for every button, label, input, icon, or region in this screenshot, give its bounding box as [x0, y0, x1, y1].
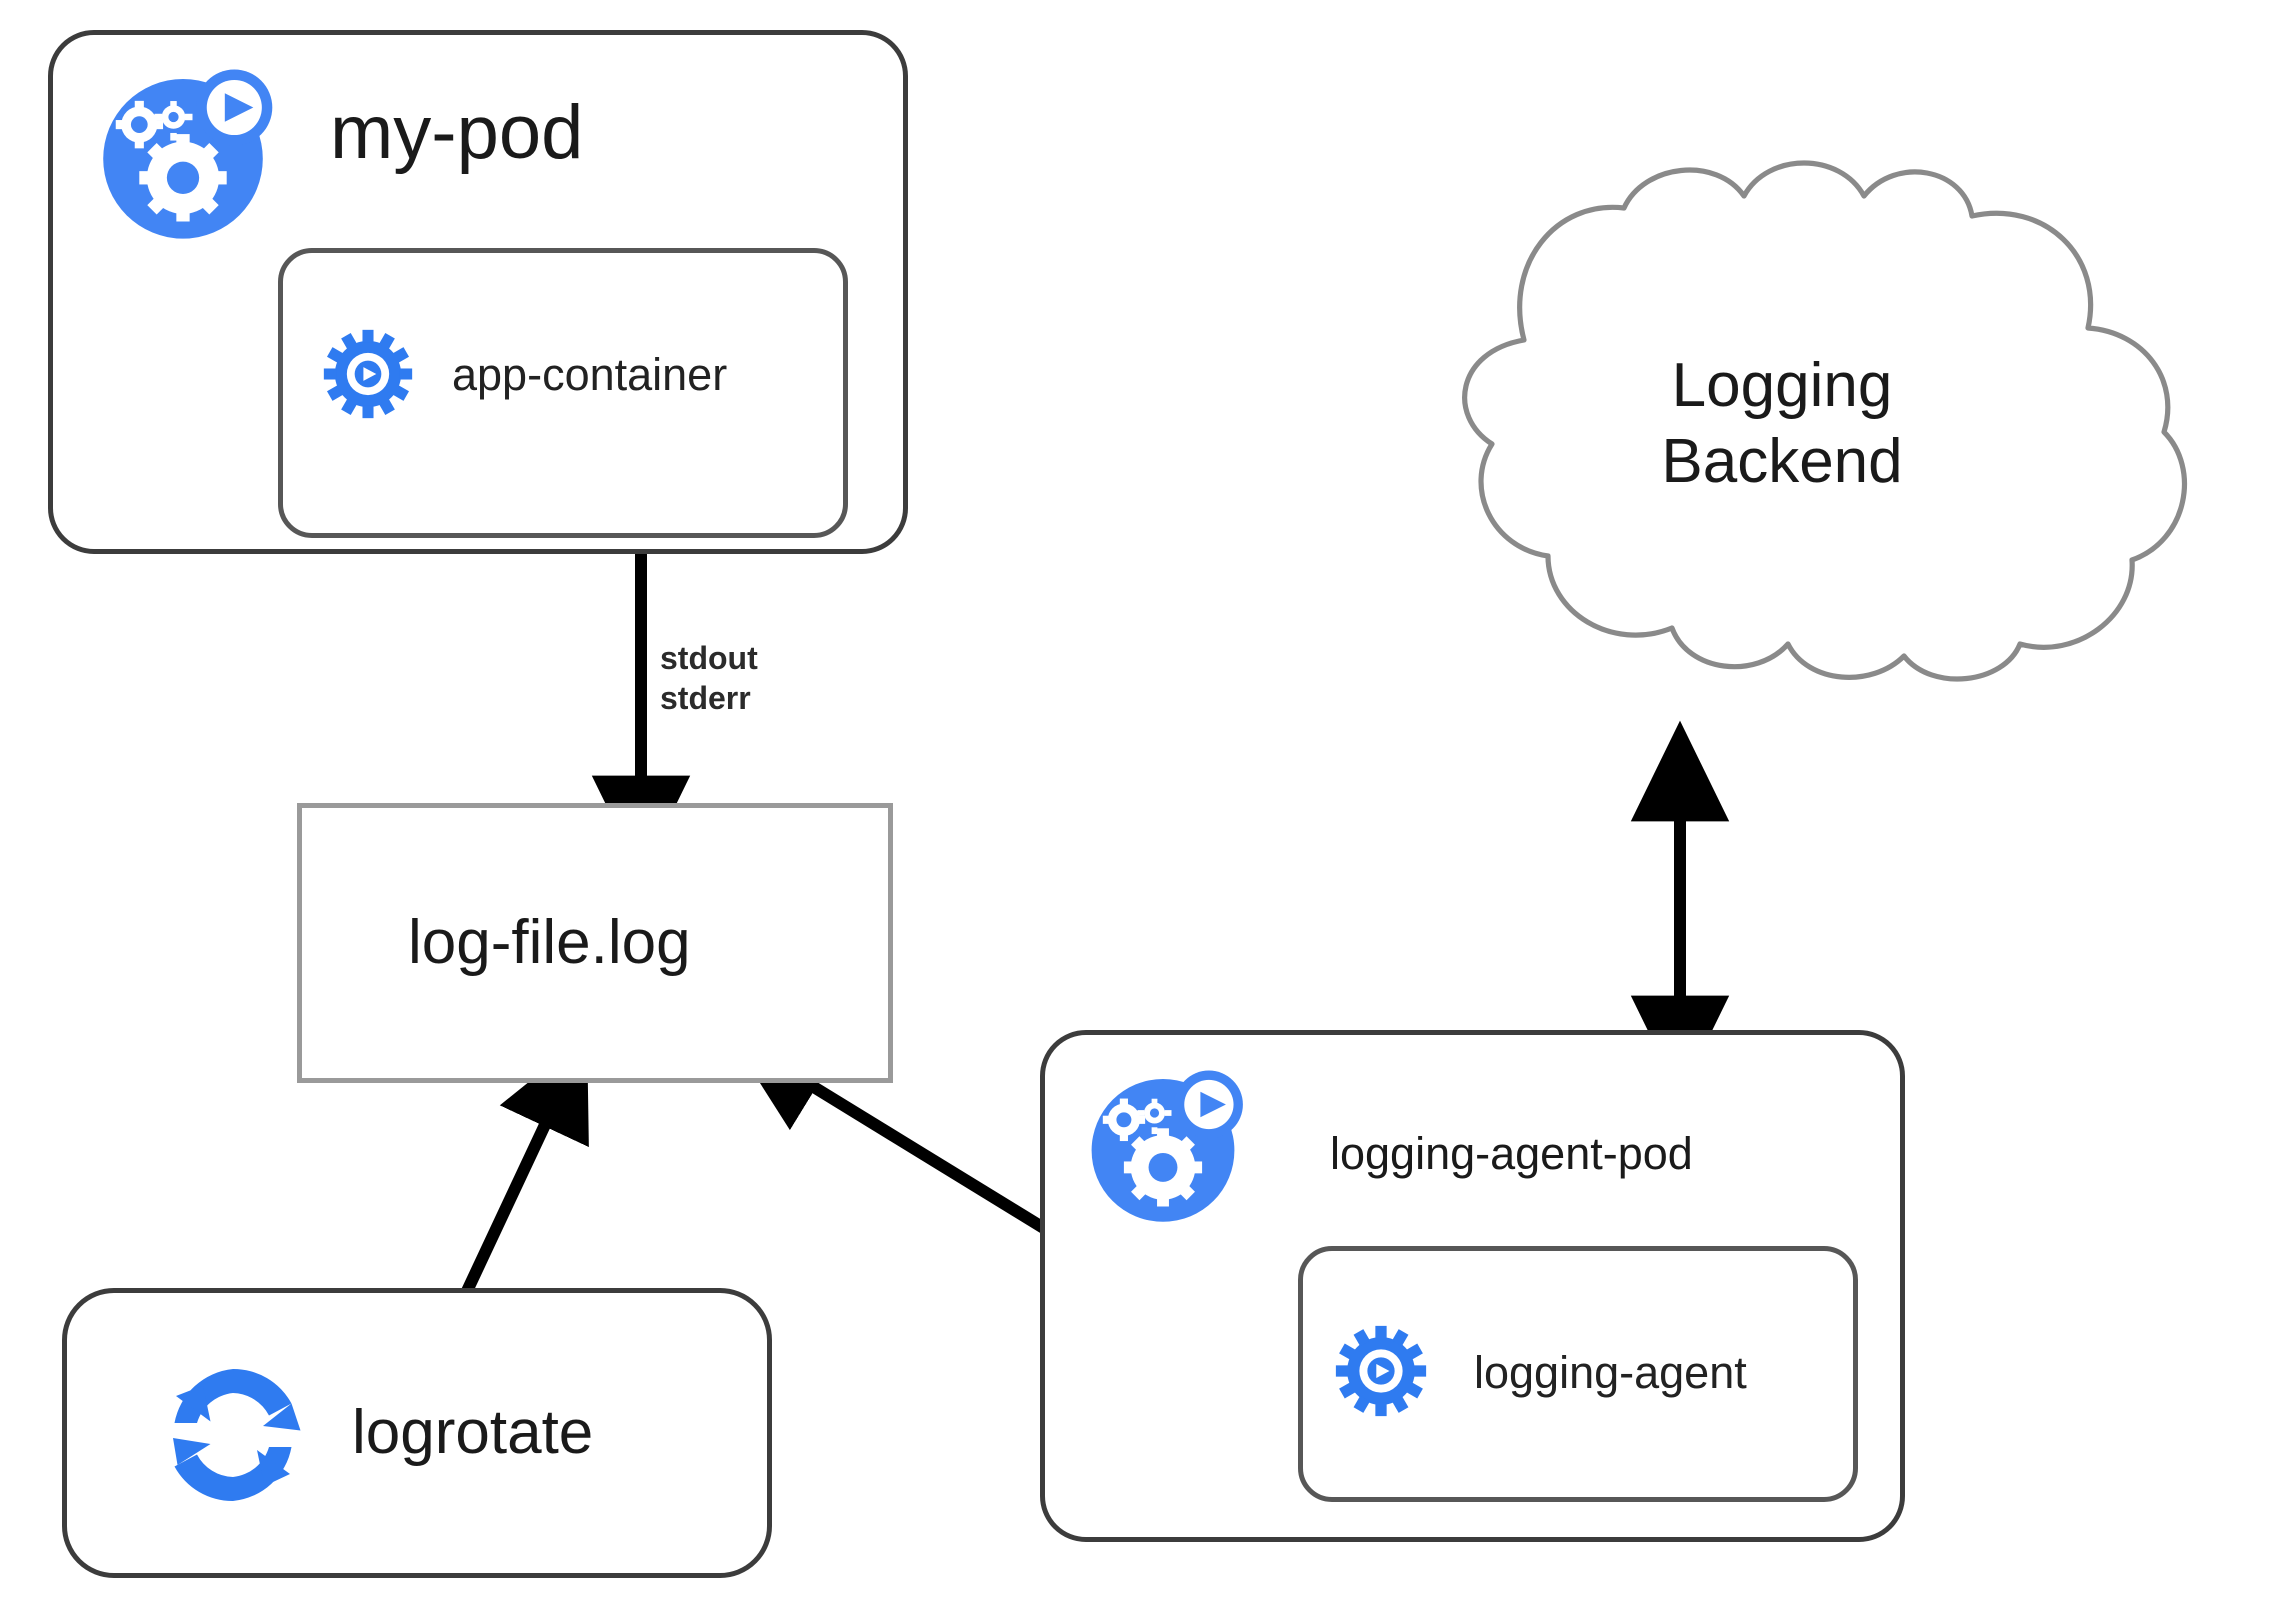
- container-gear-play-icon: [1335, 1325, 1427, 1417]
- rotate-recycle-icon: [173, 1368, 301, 1502]
- container-gear-play-icon: [323, 329, 413, 419]
- node-logging-agent-label: logging-agent: [1474, 1347, 1747, 1398]
- node-logging-backend-label: Logging Backend: [1661, 351, 1903, 496]
- node-logrotate-label: logrotate: [352, 1398, 594, 1467]
- edge-label-stdout-stderr: stdout stderr: [660, 640, 758, 717]
- node-app-container-label: app-container: [452, 349, 728, 400]
- node-log-file-label: log-file.log: [408, 908, 691, 977]
- kubernetes-pod-icon: [103, 69, 273, 239]
- node-log-file[interactable]: [297, 803, 893, 1083]
- kubernetes-pod-icon: [1091, 1070, 1243, 1222]
- node-logrotate[interactable]: [62, 1288, 772, 1578]
- node-my-pod-label: my-pod: [330, 90, 584, 175]
- node-logging-backend-cloud[interactable]: [1332, 148, 2252, 688]
- node-logging-agent-pod-label: logging-agent-pod: [1330, 1128, 1693, 1179]
